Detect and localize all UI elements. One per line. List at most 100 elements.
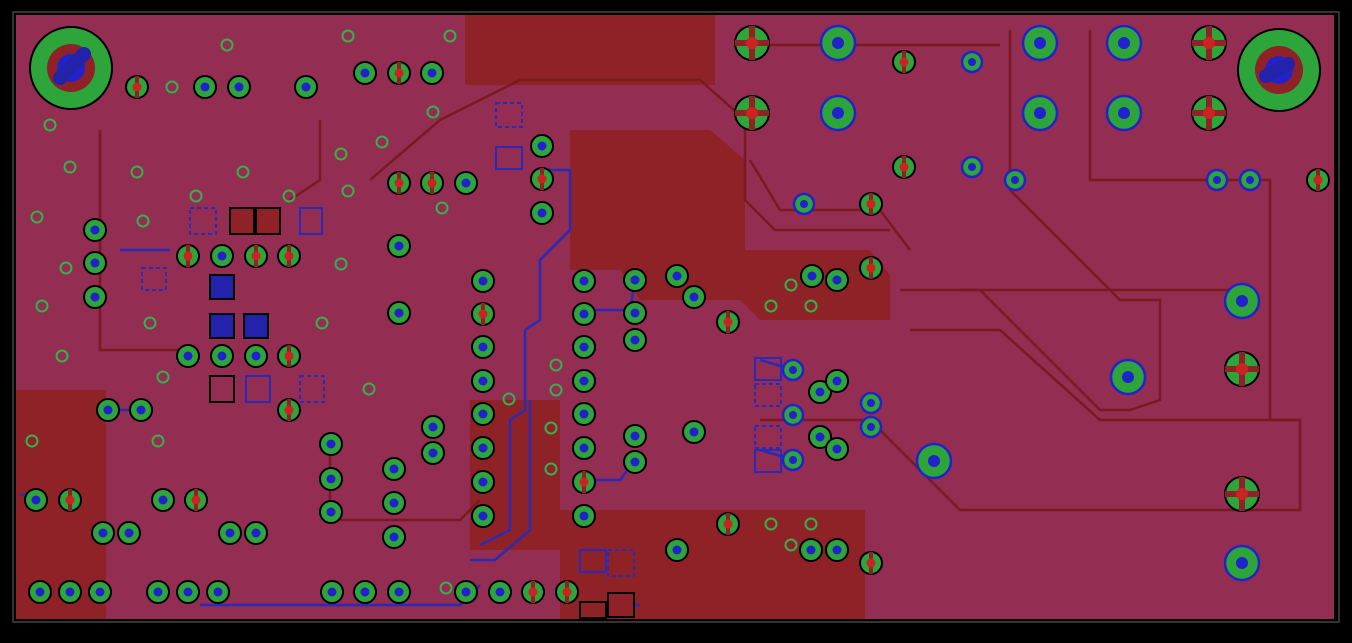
through-hole-pad — [387, 301, 411, 325]
through-hole-pad — [825, 437, 849, 461]
via — [362, 382, 376, 396]
through-hole-pad — [353, 580, 377, 604]
through-hole-pad — [859, 551, 883, 575]
through-hole-pad — [176, 580, 200, 604]
through-hole-pad — [176, 244, 200, 268]
mounting-holes — [29, 26, 1321, 112]
via — [334, 257, 348, 271]
through-hole-pad — [387, 61, 411, 85]
via — [334, 147, 348, 161]
via — [804, 517, 818, 531]
through-hole-pad — [800, 264, 824, 288]
via — [502, 392, 516, 406]
large-pad — [734, 95, 770, 131]
via — [426, 105, 440, 119]
through-hole-pad — [151, 488, 175, 512]
through-hole-pad — [454, 171, 478, 195]
through-hole-pad — [129, 398, 153, 422]
through-hole-pad — [420, 171, 444, 195]
via — [143, 316, 157, 330]
large-pad — [734, 25, 770, 61]
through-hole-pad — [382, 491, 406, 515]
through-hole-pad — [572, 369, 596, 393]
via — [43, 118, 57, 132]
large-pad — [1224, 351, 1260, 387]
through-hole-pad — [808, 380, 832, 404]
via — [220, 38, 234, 52]
through-hole-pad — [319, 500, 343, 524]
through-hole-pad — [530, 201, 554, 225]
through-hole-pad — [244, 521, 268, 545]
through-hole-pad — [572, 470, 596, 494]
via — [25, 434, 39, 448]
through-hole-pad — [530, 167, 554, 191]
through-hole-pad — [319, 467, 343, 491]
through-hole-pad — [572, 504, 596, 528]
via — [59, 261, 73, 275]
large-pad — [819, 24, 857, 62]
via — [189, 189, 203, 203]
large-pad — [792, 192, 816, 216]
through-hole-pad — [206, 580, 230, 604]
large-pad — [1109, 358, 1147, 396]
via — [156, 370, 170, 384]
via — [549, 383, 563, 397]
large-pad — [960, 155, 984, 179]
large-pad — [960, 50, 984, 74]
through-hole-pad — [471, 470, 495, 494]
via — [55, 349, 69, 363]
through-hole-pad — [277, 398, 301, 422]
large-pad — [859, 391, 883, 415]
through-hole-pad — [665, 538, 689, 562]
via — [764, 299, 778, 313]
through-hole-pad — [454, 580, 478, 604]
through-hole-pad — [716, 310, 740, 334]
via — [549, 358, 563, 372]
through-hole-pad — [572, 402, 596, 426]
large-pad — [781, 358, 805, 382]
through-hole-pad — [277, 244, 301, 268]
through-hole-pad — [825, 268, 849, 292]
through-hole-pad — [859, 192, 883, 216]
large-pad — [1105, 24, 1143, 62]
through-hole-pad — [387, 580, 411, 604]
through-hole-pad — [572, 335, 596, 359]
large-pad — [1021, 94, 1059, 132]
through-hole-pad — [83, 218, 107, 242]
through-hole-pad — [184, 488, 208, 512]
mounting-hole-top-right — [1237, 28, 1321, 112]
through-hole-pad — [1306, 168, 1330, 192]
via — [151, 434, 165, 448]
through-hole-pad — [28, 580, 52, 604]
via — [63, 160, 77, 174]
through-hole-pad — [825, 369, 849, 393]
via — [315, 316, 329, 330]
through-hole-pad — [799, 538, 823, 562]
via — [764, 517, 778, 531]
large-pads — [734, 24, 1262, 582]
through-hole-pad — [623, 301, 647, 325]
large-pad — [1191, 25, 1227, 61]
through-hole-pad — [227, 75, 251, 99]
through-hole-pad — [319, 432, 343, 456]
small-vias — [25, 29, 818, 595]
through-hole-pad — [420, 61, 444, 85]
through-hole-pads — [24, 50, 1330, 604]
via — [544, 421, 558, 435]
through-hole-pad — [808, 425, 832, 449]
through-hole-pad — [471, 269, 495, 293]
through-hole-pad — [387, 234, 411, 258]
through-hole-pad — [521, 580, 545, 604]
large-pad — [1223, 544, 1261, 582]
via — [165, 80, 179, 94]
via — [443, 29, 457, 43]
via — [30, 210, 44, 224]
through-hole-pad — [682, 285, 706, 309]
through-hole-pad — [244, 244, 268, 268]
via — [236, 165, 250, 179]
through-hole-pad — [572, 302, 596, 326]
large-pad — [1105, 94, 1143, 132]
through-hole-pad — [555, 580, 579, 604]
through-hole-pad — [387, 171, 411, 195]
through-hole-pad — [716, 512, 740, 536]
